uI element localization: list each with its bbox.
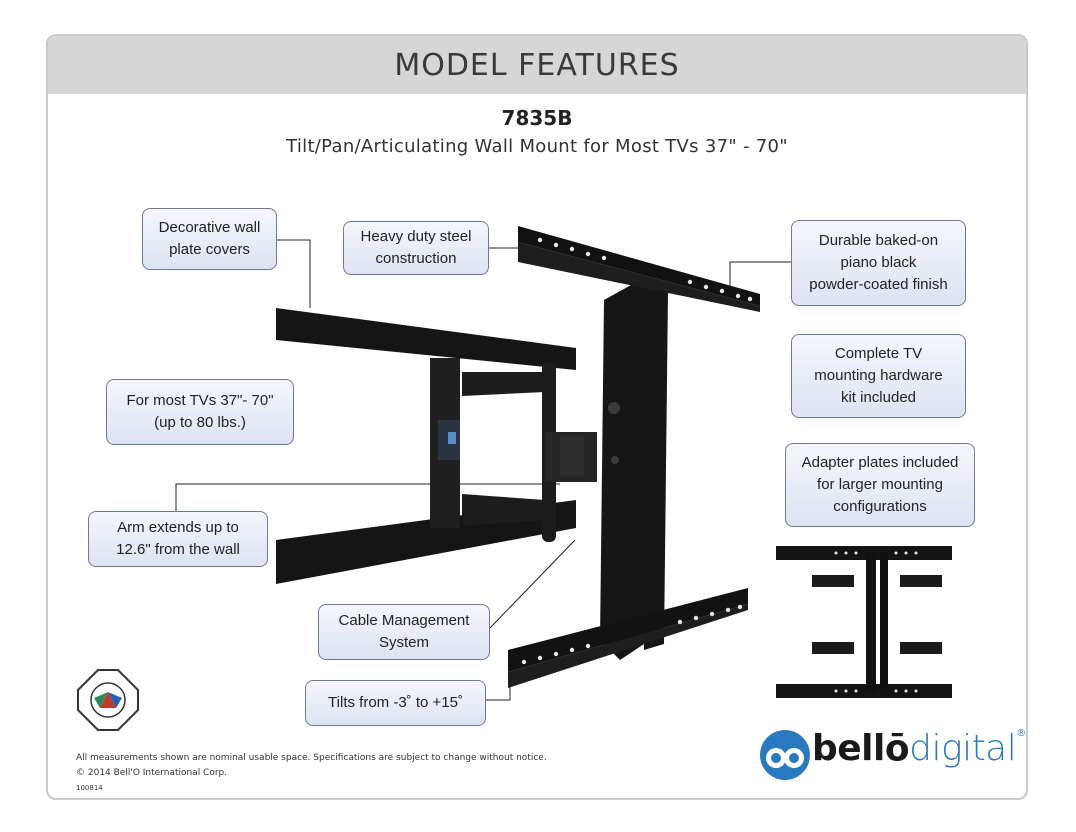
bottom-rail xyxy=(508,588,748,688)
callout-arm-extension: Arm extends up to 12.6" from the wall xyxy=(88,511,268,567)
callout-cable-management: Cable Management System xyxy=(318,604,490,660)
model-number: 7835B xyxy=(501,106,573,130)
callout-adapter-plates: Adapter plates included for larger mount… xyxy=(785,443,975,527)
footer-copyright: © 2014 Bell'O International Corp. xyxy=(76,768,228,778)
vesa-badge-icon xyxy=(77,669,139,731)
logo-digital: digital xyxy=(909,728,1017,769)
callout-tv-size: For most TVs 37"- 70" (up to 80 lbs.) xyxy=(106,379,294,445)
logo-registered: ® xyxy=(1016,728,1026,739)
wall-plate xyxy=(276,308,576,584)
callout-powder-coated-finish: Durable baked-on piano black powder-coat… xyxy=(791,220,966,306)
top-rail xyxy=(518,226,760,312)
header-band: MODEL FEATURES xyxy=(48,36,1026,94)
callout-wall-plate-covers: Decorative wall plate covers xyxy=(142,208,277,270)
callout-steel-construction: Heavy duty steel construction xyxy=(343,221,489,275)
tv-bracket xyxy=(600,280,668,660)
bello-logo-mark-icon xyxy=(760,730,810,780)
page-title: MODEL FEATURES xyxy=(394,47,680,83)
bello-digital-logo: bellōdigital® xyxy=(812,728,1026,769)
callout-mounting-hardware: Complete TV mounting hardware kit includ… xyxy=(791,334,966,418)
articulating-arms xyxy=(462,362,597,542)
callout-tilt-range: Tilts from -3˚ to +15˚ xyxy=(305,680,486,726)
footer-code: 100814 xyxy=(76,784,103,792)
adapter-plates-illustration xyxy=(776,546,952,698)
model-description: Tilt/Pan/Articulating Wall Mount for Mos… xyxy=(286,136,788,157)
footer-disclaimer: All measurements shown are nominal usabl… xyxy=(76,753,547,763)
logo-bello: bellō xyxy=(812,728,910,769)
